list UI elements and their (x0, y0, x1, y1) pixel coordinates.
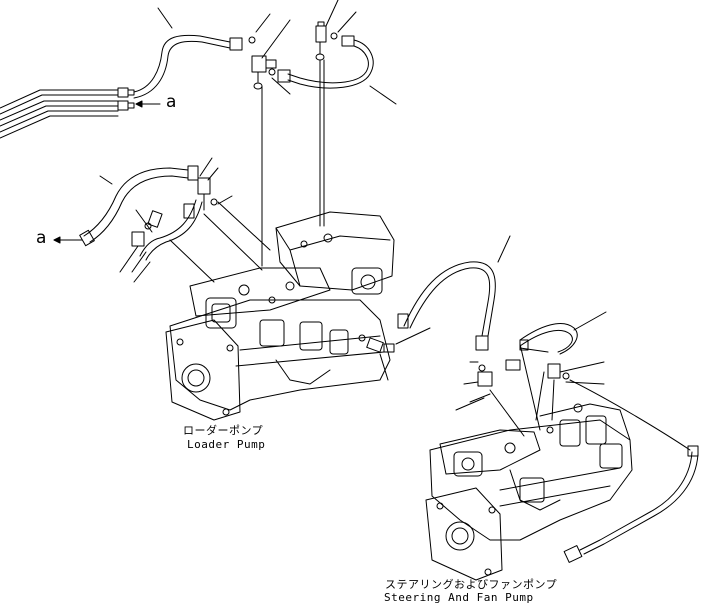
bundle-fittings (117, 87, 135, 111)
steering-fan-pump-label-jp: ステアリングおよびファンポンプ (385, 578, 558, 591)
marker-a-lower: a (36, 228, 47, 248)
loader-pump-label-jp: ローダーポンプ (183, 424, 264, 437)
upper-right-hose (277, 35, 397, 105)
arrow-a-lower (53, 236, 83, 244)
steering-return-hose (505, 311, 607, 371)
leader-lines-upper (261, 59, 325, 267)
middle-lower-hose (119, 199, 203, 283)
loader-pump-label-en: Loader Pump (187, 438, 266, 451)
tube-bundle-left (0, 89, 119, 139)
steering-supply-hose (397, 235, 511, 351)
leader-lines-middle (169, 201, 271, 283)
loader-pump-elbow-fitting (358, 327, 431, 381)
upper-tee-fitting-left (248, 13, 291, 95)
upper-left-hose (133, 7, 243, 99)
middle-left-hose (79, 165, 199, 247)
leader-lines-steering (489, 343, 541, 437)
steering-tee-fitting-right (535, 361, 605, 421)
drain-tube (563, 379, 699, 563)
upper-tee-fitting-right (315, 0, 357, 61)
steering-fan-pump-label-en: Steering And Fan Pump (384, 591, 534, 604)
middle-left-tee-fitting (197, 157, 233, 211)
marker-a-upper: a (166, 92, 177, 112)
steering-fan-pump-body (425, 403, 633, 581)
loader-pump-body (165, 211, 395, 421)
steering-tee-fitting-left (455, 361, 493, 411)
arrow-a-upper (135, 100, 161, 108)
